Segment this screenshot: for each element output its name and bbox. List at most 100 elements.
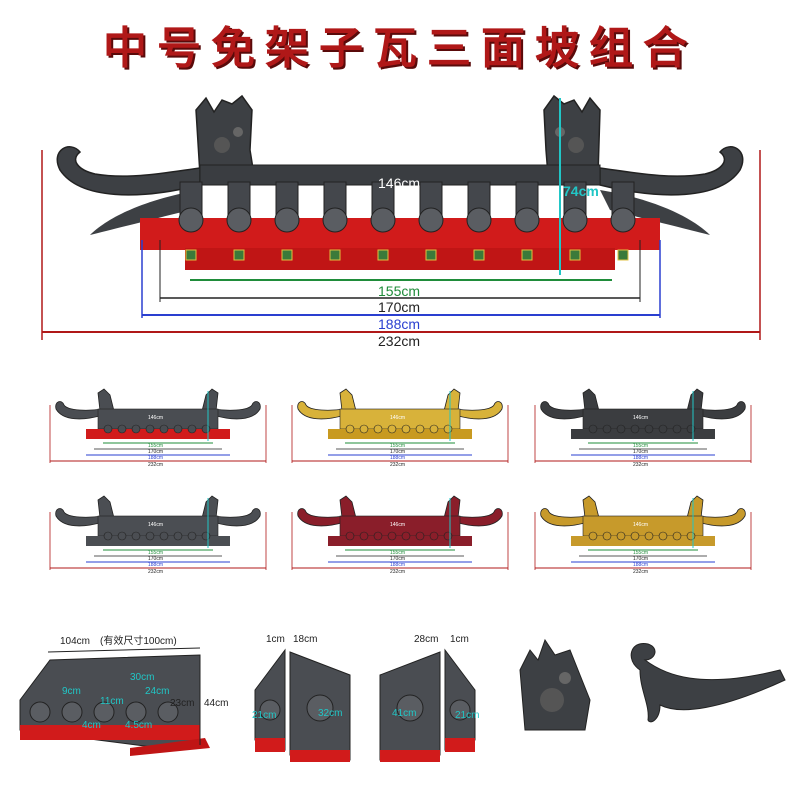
variant-eave-left bbox=[297, 401, 346, 420]
tile-end-disc bbox=[514, 207, 540, 233]
variant-tile-disc bbox=[345, 531, 355, 541]
variant-tile-disc bbox=[159, 531, 169, 541]
right-eave-curl bbox=[599, 146, 744, 196]
tile-end-disc bbox=[226, 207, 252, 233]
tile-end-disc bbox=[93, 701, 115, 723]
variant-ridge-label: 146cm bbox=[148, 415, 163, 421]
bracket-block bbox=[473, 249, 485, 261]
variant-dim-mid-label: 170cm bbox=[633, 449, 648, 455]
tile-end-disc bbox=[61, 701, 83, 723]
variant-tile-disc bbox=[415, 531, 425, 541]
variant-tile-disc bbox=[686, 531, 696, 541]
variant-ridge-label: 146cm bbox=[633, 522, 648, 528]
right-ridge-beast bbox=[543, 94, 601, 176]
variant-dim-mid-label: 170cm bbox=[148, 556, 163, 562]
variant-tile-disc bbox=[429, 531, 439, 541]
variant-body bbox=[571, 536, 715, 546]
variant-tile-disc bbox=[672, 531, 682, 541]
tile-end-disc bbox=[322, 207, 348, 233]
variant-tile-disc bbox=[443, 424, 453, 434]
corner-right-top2: 1cm bbox=[450, 634, 469, 645]
corner-left: 1cm 18cm 21cm 32cm bbox=[252, 634, 351, 762]
variant-beast-left bbox=[97, 495, 115, 519]
variant-beast-right bbox=[443, 495, 461, 519]
tile-end-disc bbox=[274, 207, 300, 233]
tile-end-disc bbox=[178, 207, 204, 233]
variant-ridge-label: 146cm bbox=[633, 415, 648, 421]
variant-tile-disc bbox=[443, 531, 453, 541]
variant-dim-inner-label: 155cm bbox=[390, 443, 405, 449]
variant-beast-left bbox=[582, 495, 600, 519]
variant-beast-left bbox=[582, 388, 600, 412]
variant-eave-right bbox=[697, 401, 746, 420]
variant-ridge-label: 146cm bbox=[390, 522, 405, 528]
corner-left-top2: 18cm bbox=[293, 634, 317, 645]
variant-tile-disc bbox=[644, 424, 654, 434]
variant-dim-total-label: 232cm bbox=[633, 569, 648, 575]
variant-tile-disc bbox=[630, 531, 640, 541]
bracket-block bbox=[569, 249, 581, 261]
roof-tiles bbox=[178, 181, 636, 261]
straight-d7: 23cm bbox=[170, 698, 194, 709]
variant-tile-disc bbox=[415, 424, 425, 434]
variant-tile-disc bbox=[359, 531, 369, 541]
tile-end-disc bbox=[29, 701, 51, 723]
height-label: 74cm bbox=[563, 183, 599, 199]
variant-tile-disc bbox=[201, 424, 211, 434]
tile-end-disc bbox=[466, 207, 492, 233]
straight-d5: 4cm bbox=[82, 720, 101, 731]
dim-188-label: 188cm bbox=[378, 316, 420, 332]
variant-tile-disc bbox=[131, 424, 141, 434]
variant-tile-disc bbox=[630, 424, 640, 434]
variant-tile-disc bbox=[672, 424, 682, 434]
left-ridge-beast bbox=[195, 94, 255, 176]
variant-eave-right bbox=[697, 508, 746, 527]
variant-dim-inner-label: 155cm bbox=[633, 550, 648, 556]
variant-eave-right bbox=[212, 401, 261, 420]
bracket-block bbox=[521, 249, 533, 261]
straight-d3: 11cm bbox=[100, 696, 124, 707]
variant-tile-disc bbox=[616, 424, 626, 434]
variant-eave-right bbox=[212, 508, 261, 527]
bracket-block bbox=[281, 249, 293, 261]
variant-tile-disc bbox=[387, 531, 397, 541]
variant-eave-left bbox=[297, 508, 346, 527]
corner-right-b: 21cm bbox=[455, 710, 479, 721]
variant-tile-disc bbox=[345, 424, 355, 434]
variant-tile-disc bbox=[644, 531, 654, 541]
variant-tile-disc bbox=[588, 424, 598, 434]
variant-ridge-label: 146cm bbox=[390, 415, 405, 421]
variant-body bbox=[328, 536, 472, 546]
variant-dim-mid-label: 170cm bbox=[390, 449, 405, 455]
variant-beast-left bbox=[97, 388, 115, 412]
ridge bbox=[199, 164, 601, 186]
straight-d1: 9cm bbox=[62, 686, 81, 697]
variant-dim-inner-label: 155cm bbox=[148, 550, 163, 556]
variant-dim-mid-label: 170cm bbox=[633, 556, 648, 562]
bracket-block bbox=[329, 249, 341, 261]
variant-dim-outer-label: 188cm bbox=[390, 455, 405, 461]
corner-left-b: 32cm bbox=[318, 708, 342, 719]
variant-tile-disc bbox=[373, 531, 383, 541]
variant-tile-disc bbox=[201, 531, 211, 541]
straight-d4: 24cm bbox=[145, 686, 169, 697]
variant-beast-right bbox=[686, 495, 704, 519]
corner-right: 28cm 1cm 41cm 21cm bbox=[379, 634, 479, 762]
corner-right-a: 41cm bbox=[392, 708, 416, 719]
variant-dim-outer-label: 188cm bbox=[633, 455, 648, 461]
tile-end-disc bbox=[562, 207, 588, 233]
variant-tile-disc bbox=[686, 424, 696, 434]
variant-tile-disc bbox=[616, 531, 626, 541]
variant-dim-outer-label: 188cm bbox=[633, 562, 648, 568]
variant-beast-left bbox=[339, 388, 357, 412]
variant-dim-mid-label: 170cm bbox=[390, 556, 405, 562]
variant-tile-disc bbox=[602, 424, 612, 434]
variant-eave-right bbox=[454, 508, 503, 527]
bracket-block bbox=[425, 249, 437, 261]
straight-effective-label: (有效尺寸100cm) bbox=[100, 634, 177, 647]
variant-beast-right bbox=[201, 388, 219, 412]
variant-body bbox=[86, 429, 230, 439]
variant-eave-left bbox=[55, 401, 104, 420]
variant-dim-total-label: 232cm bbox=[390, 462, 405, 468]
